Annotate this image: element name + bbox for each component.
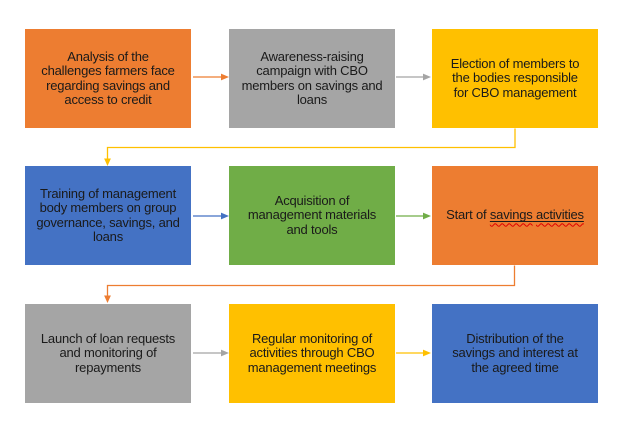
flow-box-election-of-members: Election of members to the bodies respon…: [432, 29, 598, 128]
flow-box-launch-of-loan-requests: Launch of loan requests and monitoring o…: [25, 304, 191, 403]
arrow-2-to-3: [396, 73, 431, 81]
arrow-head: [104, 295, 111, 303]
arrow-head: [423, 212, 431, 220]
flow-box-awareness-campaign: Awareness-raising campaign with CBO memb…: [229, 29, 395, 128]
flow-box-label: Start of savings activities: [446, 208, 584, 222]
arrow-1-to-2: [193, 73, 229, 81]
flow-box-label: Distribution of the savings and interest…: [452, 331, 578, 375]
arrow-head: [423, 349, 431, 357]
arrow-head: [423, 73, 431, 81]
arrow-head: [221, 73, 229, 81]
flow-box-distribution-of-savings: Distribution of the savings and interest…: [432, 304, 598, 403]
arrow-line: [106, 265, 516, 296]
arrow-6-to-7: [104, 265, 516, 303]
arrow-7-to-8: [193, 349, 229, 357]
label-run-misspelled: savings: [489, 207, 533, 223]
label-run-plain: Start of: [446, 207, 490, 223]
arrow-4-to-5: [193, 212, 229, 220]
arrow-head: [104, 158, 111, 166]
flow-box-analysis-of-challenges: Analysis of the challenges farmers face …: [25, 29, 191, 128]
flow-box-acquisition-of-materials: Acquisition of management materials and …: [229, 166, 395, 265]
flow-box-label: Training of management body members on g…: [36, 186, 180, 244]
arrow-head: [221, 349, 229, 357]
flow-box-label: Launch of loan requests and monitoring o…: [40, 331, 176, 375]
arrow-line: [106, 128, 516, 159]
flow-box-label: Analysis of the challenges farmers face …: [41, 49, 175, 107]
arrow-8-to-9: [396, 349, 431, 357]
flow-box-label: Regular monitoring of activities through…: [247, 331, 377, 375]
flow-box-label: Acquisition of management materials and …: [247, 193, 377, 237]
flow-box-training-of-management: Training of management body members on g…: [25, 166, 191, 265]
arrow-5-to-6: [396, 212, 431, 220]
flow-box-label: Awareness-raising campaign with CBO memb…: [241, 49, 383, 107]
flow-box-start-of-savings: Start of savings activities: [432, 166, 598, 265]
flow-box-label: Election of members to the bodies respon…: [450, 56, 580, 100]
arrow-head: [221, 212, 229, 220]
flow-box-regular-monitoring: Regular monitoring of activities through…: [229, 304, 395, 403]
arrow-3-to-4: [104, 128, 516, 166]
label-run-misspelled: activities: [535, 207, 584, 223]
